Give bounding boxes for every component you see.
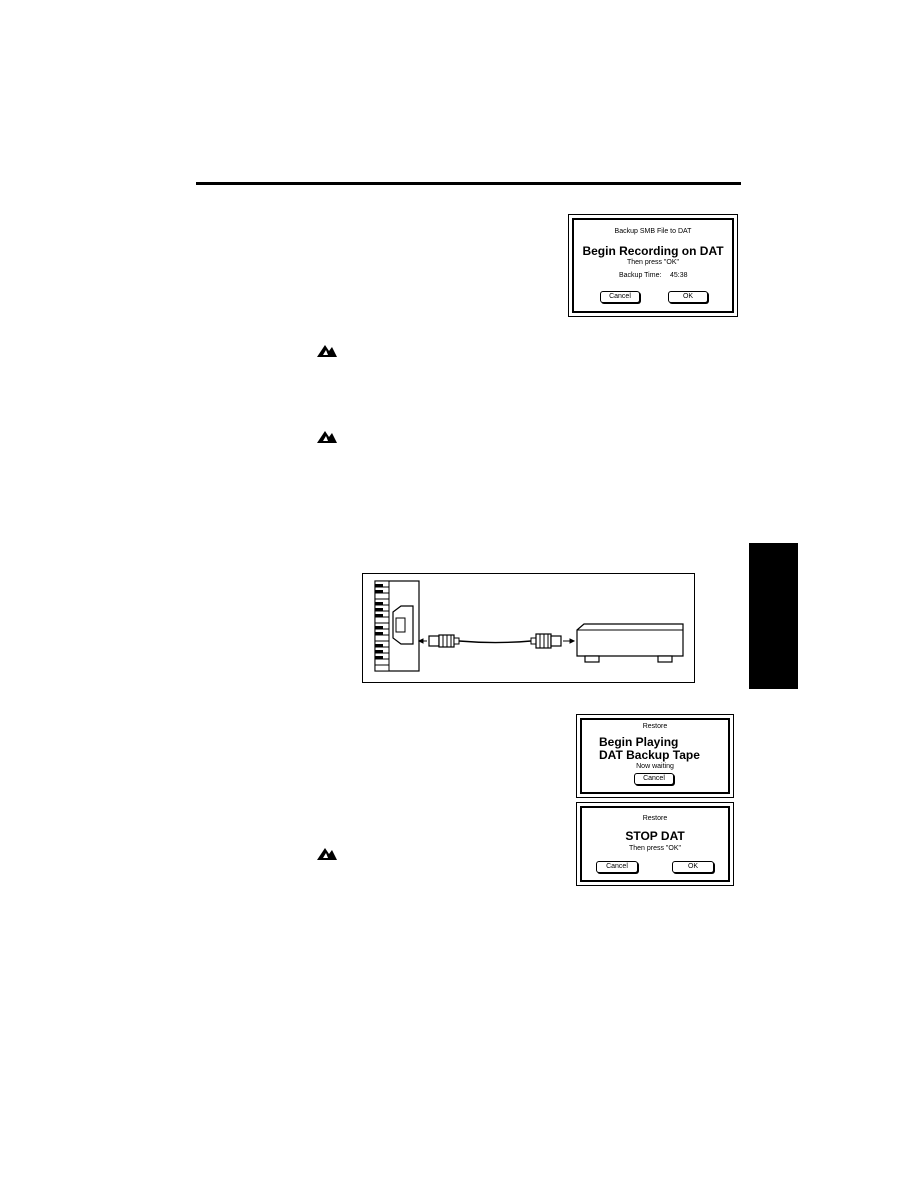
note-icon xyxy=(317,431,337,443)
dialog-heading: Begin Recording on DAT xyxy=(582,244,724,258)
dialog-prompt: Then press "OK" xyxy=(628,845,682,852)
dialog-heading: STOP DAT xyxy=(625,829,685,843)
rca-plug-icon xyxy=(530,633,562,649)
ok-button[interactable]: OK xyxy=(672,861,714,873)
dialog-title: Restore xyxy=(642,815,668,822)
restore-stop-dialog: Restore STOP DAT Then press "OK" Cancel … xyxy=(576,802,734,886)
restore-play-dialog: Restore Begin Playing DAT Backup Tape No… xyxy=(576,714,734,798)
header-rule xyxy=(196,182,741,185)
backup-dialog-frame: Backup SMB File to DAT Begin Recording o… xyxy=(572,218,734,313)
backup-dialog: Backup SMB File to DAT Begin Recording o… xyxy=(568,214,738,317)
dialog-prompt: Then press "OK" xyxy=(626,259,680,266)
note-icon xyxy=(317,345,337,357)
connection-diagram xyxy=(362,573,695,683)
dialog-heading-line2: DAT Backup Tape xyxy=(599,748,700,762)
dialog-title: Backup SMB File to DAT xyxy=(614,228,692,235)
backup-time-value: 45:38 xyxy=(670,272,688,279)
dialog-title: Restore xyxy=(642,723,668,730)
rca-plug-icon xyxy=(428,634,460,648)
note-icon xyxy=(317,848,337,860)
cancel-button[interactable]: Cancel xyxy=(634,773,674,785)
arrow-icon xyxy=(563,638,576,644)
restore-play-dialog-frame: Restore Begin Playing DAT Backup Tape No… xyxy=(580,718,730,794)
dialog-heading-line1: Begin Playing xyxy=(599,735,679,749)
keyboard-icon xyxy=(374,580,420,672)
cancel-button[interactable]: Cancel xyxy=(596,861,638,873)
dialog-status: Now waiting xyxy=(636,763,674,770)
section-side-tab xyxy=(749,543,798,689)
arrow-icon xyxy=(417,638,427,644)
restore-stop-dialog-frame: Restore STOP DAT Then press "OK" Cancel … xyxy=(580,806,730,882)
cancel-button[interactable]: Cancel xyxy=(600,291,640,303)
ok-button[interactable]: OK xyxy=(668,291,708,303)
dat-deck-icon xyxy=(576,623,684,663)
connection-diagram-art xyxy=(374,580,684,672)
backup-time-label: Backup Time: xyxy=(619,272,662,279)
